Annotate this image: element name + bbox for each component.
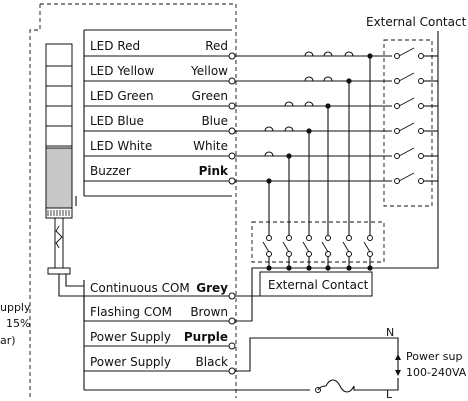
junction-dots	[266, 53, 373, 271]
left-edge-notes: upply 15% ar)	[0, 301, 31, 347]
row-right-white: White	[193, 139, 228, 153]
row-right-black: Black	[196, 355, 229, 369]
power-supply-label-2: 100-240VA	[406, 366, 467, 379]
left-note-1: upply	[0, 301, 31, 314]
com-wires	[232, 267, 269, 322]
row-left-red: LED Red	[90, 39, 140, 53]
external-contact-bottom: External Contact	[251, 221, 385, 297]
power-supply-label-1: Power sup	[406, 350, 462, 363]
row-right-red: Red	[205, 39, 228, 53]
flash-wires	[264, 51, 371, 235]
power-wiring: N L Power sup 100-240VA	[232, 326, 467, 401]
external-contact-top-label: External Contact	[366, 15, 467, 29]
row-left-flashing-com: Flashing COM	[90, 305, 172, 319]
external-contact-bottom-label: External Contact	[268, 278, 369, 292]
row-left-white: LED White	[90, 139, 152, 153]
row-left-yellow: LED Yellow	[90, 64, 154, 78]
power-n-label: N	[386, 326, 394, 339]
external-contact-top: External Contact	[366, 15, 467, 207]
row-left-power-supply-2: Power Supply	[90, 355, 171, 369]
com-row-labels: Continuous COM Grey Flashing COM Brown P…	[90, 281, 228, 369]
tower-cable	[58, 196, 85, 321]
row-left-green: LED Green	[90, 89, 154, 103]
row-left-power-supply-1: Power Supply	[90, 330, 171, 344]
terminal-screws	[228, 52, 236, 375]
signal-tower	[45, 43, 73, 275]
terminal-block-upper	[83, 29, 232, 197]
row-left-continuous-com: Continuous COM	[90, 281, 190, 295]
row-right-brown: Brown	[190, 305, 228, 319]
row-right-green: Green	[192, 89, 228, 103]
led-row-labels: LED Red Red LED Yellow Yellow LED Green …	[90, 39, 229, 178]
row-left-blue: LED Blue	[90, 114, 144, 128]
row-right-pink: Pink	[199, 164, 229, 178]
row-right-yellow: Yellow	[190, 64, 228, 78]
row-left-buzzer: Buzzer	[90, 164, 131, 178]
row-right-purple: Purple	[184, 330, 228, 344]
relay-wires	[232, 31, 439, 269]
power-l-label: L	[386, 388, 393, 401]
left-note-2: 15%	[6, 317, 30, 330]
enclosure-outline	[29, 3, 237, 398]
row-right-grey: Grey	[196, 281, 228, 295]
left-note-3: ar)	[0, 334, 16, 347]
terminal-rows	[84, 55, 232, 372]
row-right-blue: Blue	[201, 114, 228, 128]
